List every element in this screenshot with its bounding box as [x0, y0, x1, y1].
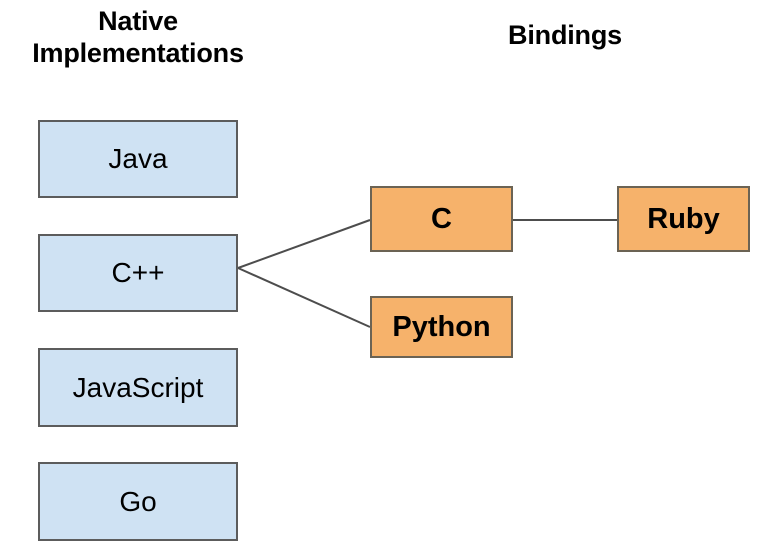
column-header-bindings: Bindings — [508, 20, 622, 50]
node-go[interactable]: Go — [38, 462, 238, 541]
node-python[interactable]: Python — [370, 296, 513, 358]
column-header-native-implementations: Native Implementations — [32, 6, 244, 68]
node-java[interactable]: Java — [38, 120, 238, 198]
node-javascript[interactable]: JavaScript — [38, 348, 238, 427]
node-cpp[interactable]: C++ — [38, 234, 238, 312]
node-c[interactable]: C — [370, 186, 513, 252]
edge-cpp-to-python — [237, 267, 371, 328]
node-ruby[interactable]: Ruby — [617, 186, 750, 252]
edge-cpp-to-c — [237, 219, 371, 269]
